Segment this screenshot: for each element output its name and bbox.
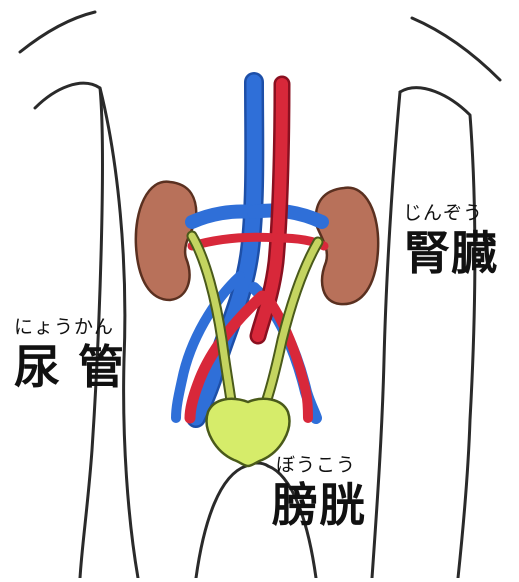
left-kidney	[136, 182, 196, 300]
right-arm-line	[400, 88, 475, 578]
ureter-label: 尿 管	[14, 344, 125, 390]
right-renal-vein	[254, 210, 322, 222]
kidney-reading: じんぞう	[403, 204, 483, 223]
bladder-reading: ぼうこう	[276, 456, 356, 475]
left-shoulder-line	[20, 12, 95, 52]
left-leg-line	[196, 466, 246, 578]
bladder-label: 膀胱	[272, 482, 366, 528]
right-shoulder-line	[412, 18, 500, 80]
right-torso-line	[372, 92, 400, 578]
kidney-label: 腎臓	[404, 230, 498, 276]
left-renal-artery	[192, 237, 278, 246]
ureter-reading: にょうかん	[14, 318, 114, 337]
